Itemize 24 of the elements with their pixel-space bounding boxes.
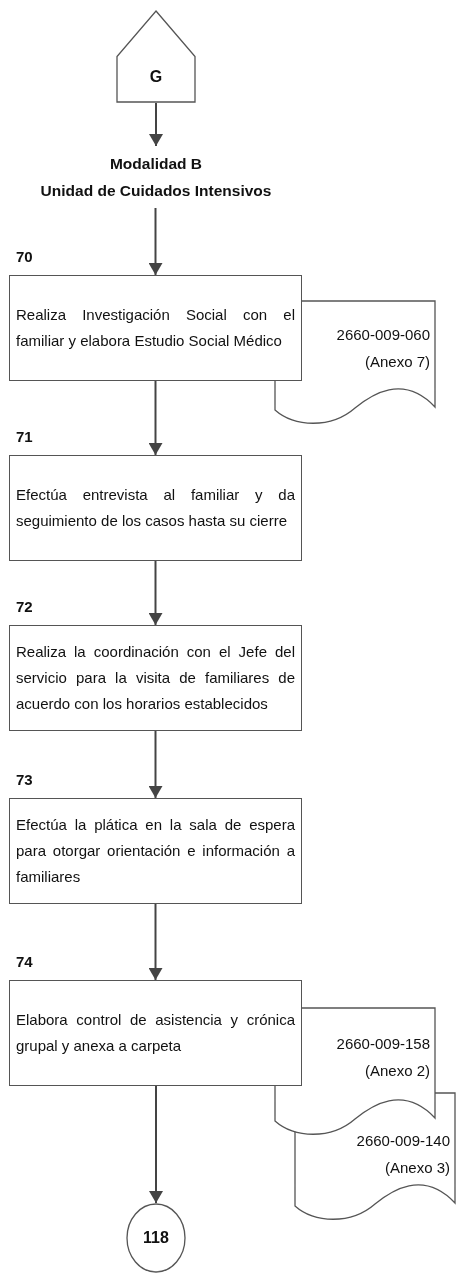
step-number: 71 xyxy=(16,427,33,447)
form-code: 2660-009-060 (Anexo 7) xyxy=(335,325,430,372)
step-number: 72 xyxy=(16,597,33,617)
section-heading: Unidad de Cuidados Intensivos xyxy=(39,181,273,201)
step-description: Efectúa la plática en la sala de espera para otorgar orientación e información a familiares xyxy=(16,815,295,887)
step-description: Elabora control de asistencia y crónica grupal y anexa a carpeta xyxy=(16,1010,295,1056)
step-description: Efectúa entrevista al familiar y da seguimiento de los casos hasta su cierre xyxy=(16,485,295,531)
form-code: 2660-009-140 (Anexo 3) xyxy=(355,1131,450,1178)
connector-letter: G xyxy=(148,66,164,87)
section-heading: Modalidad B xyxy=(108,154,204,174)
arrow xyxy=(148,560,163,626)
step-description: Realiza la coordinación con el Jefe del servicio para la visita de familiares de acuerdo con los horarios establecidos xyxy=(16,642,295,714)
arrow xyxy=(148,207,163,276)
step-description: Realiza Investigación Social con el familiar y elabora Estudio Social Médico xyxy=(16,305,295,351)
arrow xyxy=(149,1085,163,1204)
arrow xyxy=(149,102,163,147)
connector-number: 118 xyxy=(142,1228,170,1248)
step-number: 70 xyxy=(16,247,33,267)
arrow xyxy=(148,730,163,799)
step-number: 74 xyxy=(16,952,33,972)
arrow xyxy=(148,903,163,981)
arrow xyxy=(148,380,163,456)
step-number: 73 xyxy=(16,770,33,790)
form-code: 2660-009-158 (Anexo 2) xyxy=(335,1034,430,1081)
